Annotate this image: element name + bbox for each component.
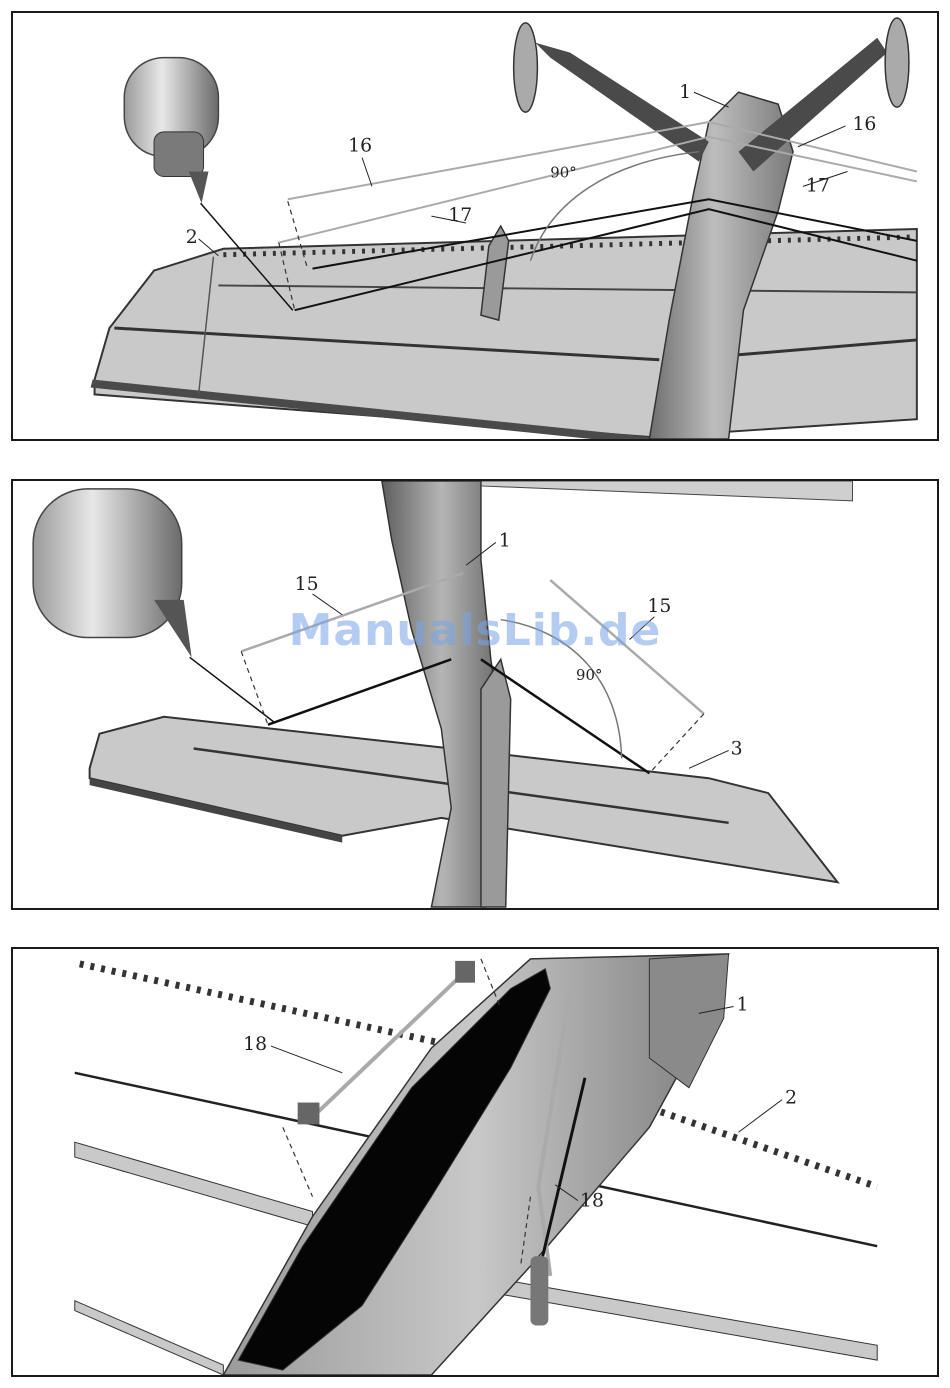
main-wing-edge: [481, 481, 853, 501]
callout-16-right: 16: [852, 114, 876, 135]
diagram-panel-cockpit-struts: 1 2 18 18: [11, 947, 939, 1377]
callout-1: 1: [737, 994, 749, 1015]
callout-2: 2: [785, 1088, 797, 1109]
callout-15-left: 15: [295, 574, 319, 595]
callout-15-right: 15: [647, 596, 671, 617]
tail-wires-illustration: 1 3 15 15 90°: [13, 481, 937, 908]
callout-18-right: 18: [580, 1191, 604, 1212]
callout-3: 3: [731, 738, 743, 759]
strut-18-left-fitting-top: [455, 961, 475, 983]
diagram-panel-wing-wires: 1 2 16 16 17 17 90°: [11, 11, 939, 441]
callout-17-left: 17: [448, 205, 472, 226]
angle-label: 90°: [576, 666, 602, 684]
wing-wires-illustration: 1 2 16 16 17 17 90°: [13, 13, 937, 439]
angle-arc: [501, 620, 622, 759]
strut-18-right-fitting: [530, 1256, 548, 1325]
glue-bottle: [33, 489, 275, 723]
strut-18-left-fitting-bottom: [298, 1103, 320, 1125]
callout-16-left: 16: [348, 136, 372, 157]
callout-1: 1: [679, 82, 691, 103]
callout-1: 1: [499, 530, 511, 551]
wheel-left: [514, 23, 538, 112]
rigging-wire-left: [268, 659, 451, 724]
vertical-fin-tail: [481, 659, 511, 907]
cockpit-struts-illustration: 1 2 18 18: [13, 949, 937, 1375]
wheel-right: [885, 18, 909, 107]
bottom-wing-edge: [75, 1301, 224, 1375]
callout-18-left: 18: [243, 1034, 267, 1055]
lower-wing-plane: [75, 1142, 313, 1226]
angle-label: 90°: [550, 163, 576, 181]
diagram-panel-tail-wires: 1 3 15 15 90°: [11, 479, 939, 910]
wire-15-right: [550, 580, 704, 714]
callout-2: 2: [186, 227, 198, 248]
leader-lines: [313, 542, 729, 768]
